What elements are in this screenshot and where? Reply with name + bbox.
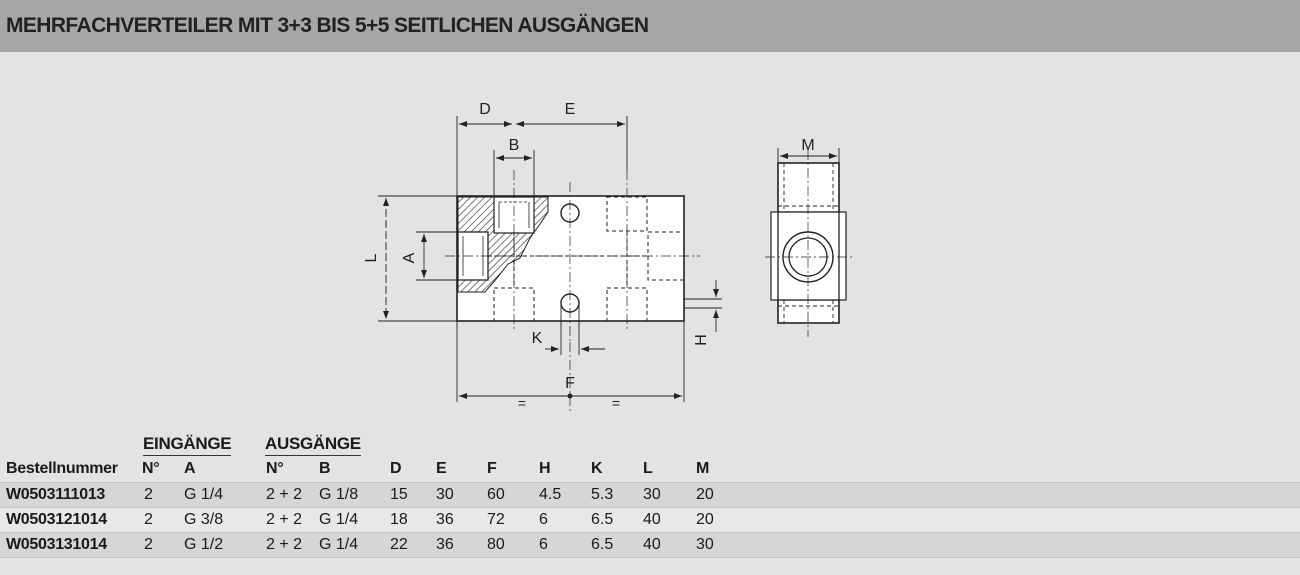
- page-title: MEHRFACHVERTEILER MIT 3+3 BIS 5+5 SEITLI…: [6, 14, 649, 37]
- label-l: L: [363, 253, 380, 262]
- header-order-number: Bestellnummer: [6, 460, 118, 477]
- side-view: [765, 150, 852, 337]
- cell-m: 30: [696, 536, 714, 553]
- table-row: W0503131014 2 G 1/2 2 + 2 G 1/4 22 36 80…: [0, 533, 1300, 557]
- cell-k: 5.3: [591, 486, 614, 503]
- row-divider: [0, 532, 1300, 533]
- cell-outputs-count: 2 + 2: [266, 511, 303, 528]
- title-bar: MEHRFACHVERTEILER MIT 3+3 BIS 5+5 SEITLI…: [0, 0, 1300, 52]
- group-outputs: AUSGÄNGE: [265, 434, 361, 456]
- header-k: K: [591, 460, 603, 477]
- drawing-svg: D E B L A K: [363, 101, 852, 412]
- cell-outputs-b: G 1/4: [319, 536, 359, 553]
- row-divider: [0, 482, 1300, 483]
- header-d: D: [390, 460, 402, 477]
- front-view: [445, 170, 700, 342]
- cell-order-number: W0503131014: [6, 536, 107, 553]
- cell-inputs-a: G 3/8: [184, 511, 224, 528]
- header-e: E: [436, 460, 447, 477]
- table-row: W0503111013 2 G 1/4 2 + 2 G 1/8 15 30 60…: [0, 483, 1300, 507]
- cell-e: 36: [436, 511, 454, 528]
- cell-l: 40: [643, 511, 661, 528]
- technical-drawing: D E B L A K: [0, 52, 1300, 430]
- row-divider: [0, 507, 1300, 508]
- cell-h: 6: [539, 536, 548, 553]
- cell-h: 6: [539, 511, 548, 528]
- header-inputs-a: A: [184, 460, 196, 477]
- cell-k: 6.5: [591, 536, 614, 553]
- cell-outputs-b: G 1/8: [319, 486, 359, 503]
- header-h: H: [539, 460, 551, 477]
- cell-m: 20: [696, 486, 714, 503]
- dim-f-center-dot: [567, 393, 573, 399]
- cell-inputs-count: 2: [144, 511, 153, 528]
- cell-m: 20: [696, 511, 714, 528]
- header-m: M: [696, 460, 710, 477]
- dim-h: [684, 280, 722, 332]
- header-f: F: [487, 460, 497, 477]
- cell-f: 80: [487, 536, 505, 553]
- table-row: W0503121014 2 G 3/8 2 + 2 G 1/4 18 36 72…: [0, 508, 1300, 532]
- label-equal-left: =: [518, 395, 526, 411]
- label-f: F: [565, 375, 575, 392]
- cell-outputs-b: G 1/4: [319, 511, 359, 528]
- cell-f: 72: [487, 511, 505, 528]
- cell-f: 60: [487, 486, 505, 503]
- cell-inputs-count: 2: [144, 536, 153, 553]
- cell-inputs-count: 2: [144, 486, 153, 503]
- label-equal-right: =: [612, 395, 620, 411]
- header-l: L: [643, 460, 653, 477]
- row-divider: [0, 557, 1300, 558]
- cell-order-number: W0503111013: [6, 486, 106, 503]
- label-h: H: [693, 334, 710, 346]
- label-b: B: [509, 137, 520, 154]
- label-k: K: [532, 330, 543, 347]
- dim-m: [777, 148, 840, 163]
- specs-table: EINGÄNGE AUSGÄNGE Bestellnummer N° A N° …: [0, 430, 1300, 575]
- cell-outputs-count: 2 + 2: [266, 536, 303, 553]
- cell-inputs-a: G 1/4: [184, 486, 224, 503]
- header-outputs-count: N°: [266, 460, 284, 477]
- dim-l: [378, 195, 457, 322]
- label-e: E: [565, 101, 576, 118]
- cell-h: 4.5: [539, 486, 562, 503]
- cell-inputs-a: G 1/2: [184, 536, 224, 553]
- cell-l: 30: [643, 486, 661, 503]
- cell-l: 40: [643, 536, 661, 553]
- cell-d: 15: [390, 486, 408, 503]
- cell-e: 36: [436, 536, 454, 553]
- cell-outputs-count: 2 + 2: [266, 486, 303, 503]
- cell-d: 22: [390, 536, 408, 553]
- dim-de: [456, 116, 628, 196]
- label-m: M: [801, 137, 814, 154]
- cell-d: 18: [390, 511, 408, 528]
- cell-k: 6.5: [591, 511, 614, 528]
- label-a: A: [401, 252, 418, 263]
- dim-b: [493, 150, 535, 197]
- cell-e: 30: [436, 486, 454, 503]
- header-outputs-b: B: [319, 460, 331, 477]
- group-inputs: EINGÄNGE: [143, 434, 232, 456]
- header-inputs-count: N°: [142, 460, 160, 477]
- cell-order-number: W0503121014: [6, 511, 107, 528]
- dim-k: [545, 303, 605, 355]
- dim-a: [416, 231, 458, 281]
- label-d: D: [479, 101, 491, 118]
